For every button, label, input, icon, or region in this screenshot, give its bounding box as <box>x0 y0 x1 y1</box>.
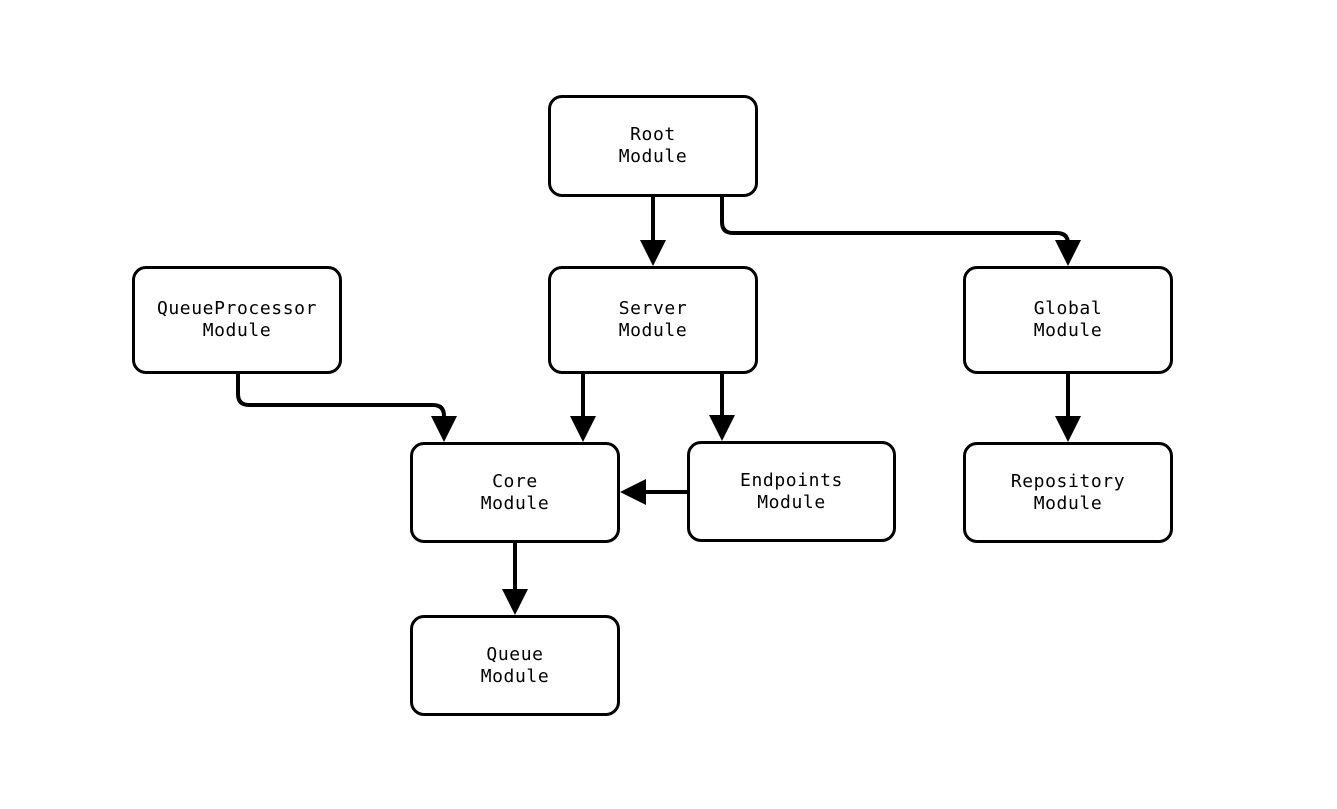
node-queueprocessor-module-line2: Module <box>202 320 272 341</box>
node-core-module-line1: Core <box>492 470 538 492</box>
edge-root-to-server <box>640 197 666 266</box>
node-core-module[interactable]: Core Module <box>410 442 620 543</box>
node-global-module-line1: Global <box>1033 298 1103 319</box>
edge-queueprocessor-to-core <box>236 374 457 442</box>
node-endpoints-module-line2: Module <box>757 491 826 513</box>
node-repository-module[interactable]: Repository Module <box>963 442 1173 543</box>
node-root-module-line1: Root <box>630 124 676 145</box>
node-endpoints-module-line1: Endpoints <box>740 469 843 491</box>
node-queueprocessor-module-line1: QueueProcessor <box>156 298 318 319</box>
node-queue-module-line1: Queue <box>486 643 544 665</box>
node-server-module[interactable]: Server Module <box>548 266 758 374</box>
node-queueprocessor-module[interactable]: QueueProcessor Module <box>132 266 342 374</box>
node-queue-module-line2: Module <box>480 665 550 687</box>
edge-server-to-core <box>570 374 596 442</box>
edge-root-to-global <box>720 197 1081 266</box>
node-repository-module-line1: Repository <box>1010 470 1126 492</box>
node-repository-module-line2: Module <box>1033 492 1103 514</box>
node-root-module-line2: Module <box>618 146 688 167</box>
edge-server-to-endpoints <box>709 374 735 441</box>
edge-core-to-queue <box>502 543 528 615</box>
node-core-module-line2: Module <box>480 492 550 514</box>
edge-endpoints-to-core <box>620 479 687 505</box>
node-server-module-line2: Module <box>618 320 688 341</box>
node-queue-module[interactable]: Queue Module <box>410 615 620 716</box>
node-root-module[interactable]: Root Module <box>548 95 758 197</box>
node-global-module-line2: Module <box>1033 320 1103 341</box>
node-server-module-line1: Server <box>618 298 688 319</box>
node-global-module[interactable]: Global Module <box>963 266 1173 374</box>
edge-global-to-repository <box>1055 374 1081 442</box>
node-endpoints-module[interactable]: Endpoints Module <box>687 441 896 542</box>
